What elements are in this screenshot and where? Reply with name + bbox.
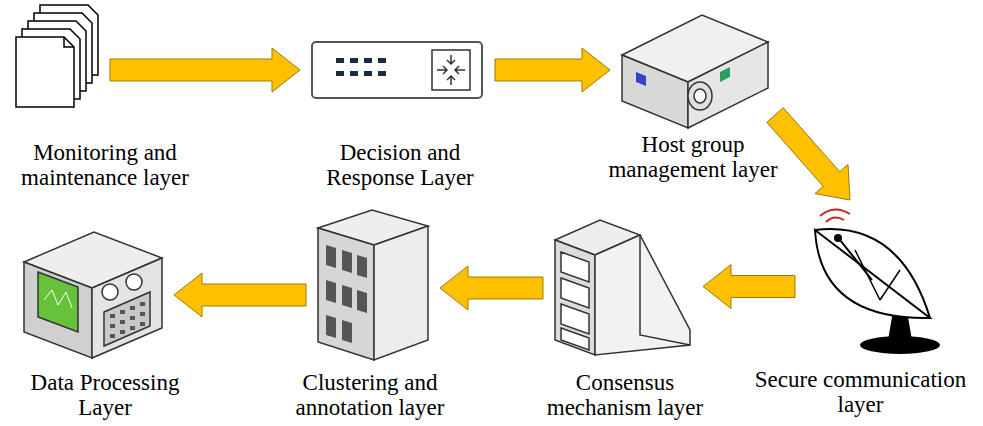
layer-node: Decision and Response Layer — [310, 40, 485, 100]
flow-arrow — [495, 48, 610, 92]
flow-arrow — [767, 108, 850, 200]
layer-node: Consensus mechanism layer — [553, 218, 693, 358]
layer-label: Clustering and annotation layer — [278, 370, 463, 421]
server-icon — [555, 220, 690, 355]
layer-node: Monitoring and maintenance layer — [15, 3, 100, 111]
layer-label: Monitoring and maintenance layer — [5, 140, 205, 191]
layer-label: Data Processing Layer — [18, 370, 193, 421]
switch-icon — [312, 42, 482, 98]
processing-device-icon — [24, 232, 162, 358]
layer-node: Secure communication layer — [805, 205, 950, 355]
flow-arrow — [110, 48, 300, 92]
building-icon — [318, 210, 428, 360]
layer-label: Consensus mechanism layer — [538, 370, 713, 421]
layer-label: Secure communication layer — [743, 367, 978, 418]
layer-node: Clustering and annotation layer — [316, 210, 430, 360]
layer-node: Host group management layer — [620, 12, 770, 130]
layer-label: Host group management layer — [598, 132, 788, 183]
layer-node: Data Processing Layer — [22, 230, 164, 360]
flow-arrow — [440, 266, 543, 310]
satellite-dish-icon — [815, 209, 940, 354]
documents-icon — [16, 5, 98, 107]
host-box-icon — [622, 15, 768, 128]
flow-arrow — [703, 265, 795, 309]
layer-label: Decision and Response Layer — [310, 140, 490, 191]
flow-arrow — [174, 273, 306, 317]
